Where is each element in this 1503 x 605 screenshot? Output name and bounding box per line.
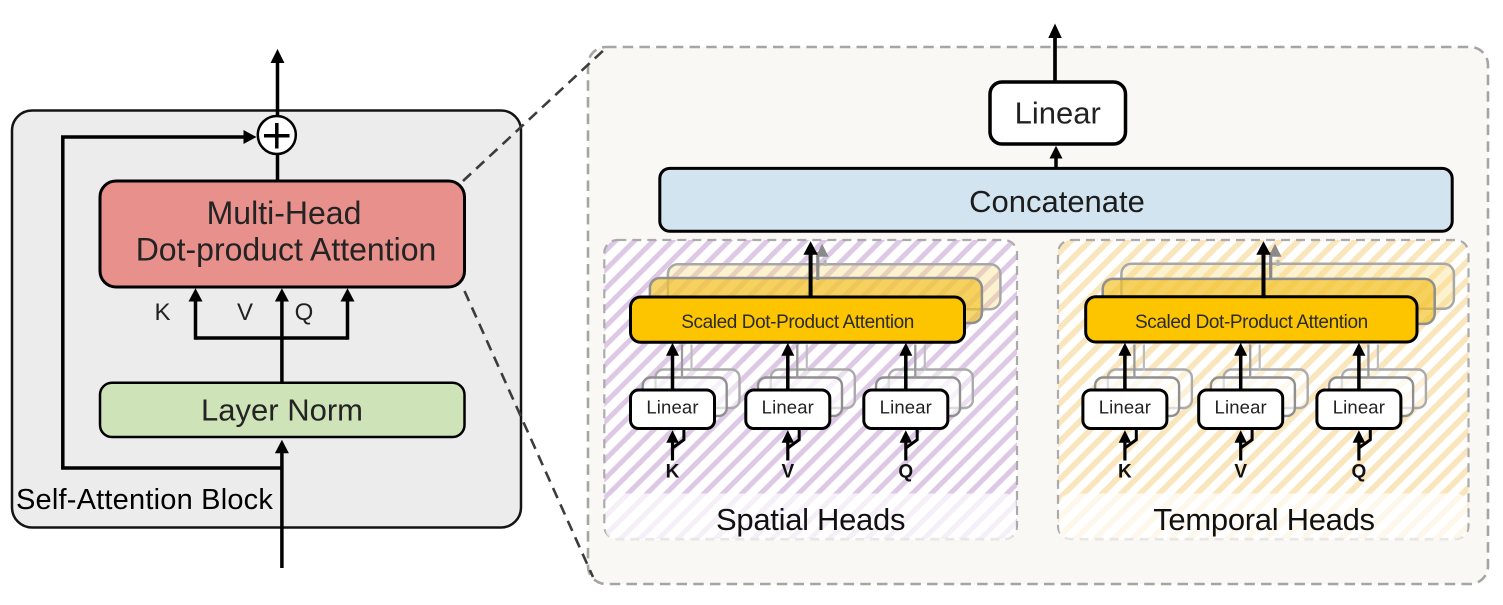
svg-text:Q: Q: [295, 299, 314, 326]
svg-text:Dot-product Attention: Dot-product Attention: [136, 232, 437, 268]
svg-text:Self-Attention Block: Self-Attention Block: [16, 484, 273, 516]
svg-text:Temporal Heads: Temporal Heads: [1153, 502, 1375, 537]
svg-text:Scaled Dot-Product Attention: Scaled Dot-Product Attention: [681, 312, 914, 333]
svg-text:V: V: [781, 462, 794, 483]
svg-text:Linear: Linear: [762, 397, 814, 418]
svg-text:Linear: Linear: [1333, 397, 1385, 418]
svg-text:Layer Norm: Layer Norm: [201, 393, 363, 428]
svg-text:V: V: [237, 299, 253, 326]
svg-text:K: K: [154, 299, 170, 326]
svg-text:Linear: Linear: [1215, 397, 1267, 418]
svg-text:K: K: [1118, 462, 1132, 483]
svg-text:Q: Q: [898, 462, 913, 483]
svg-text:K: K: [666, 462, 680, 483]
svg-text:Q: Q: [1352, 462, 1367, 483]
svg-text:Linear: Linear: [880, 397, 932, 418]
svg-text:V: V: [1234, 462, 1247, 483]
svg-text:Concatenate: Concatenate: [969, 184, 1145, 219]
svg-text:Multi-Head: Multi-Head: [207, 195, 362, 231]
svg-text:Linear: Linear: [646, 397, 698, 418]
svg-text:Linear: Linear: [1099, 397, 1151, 418]
svg-text:Spatial Heads: Spatial Heads: [716, 502, 905, 537]
svg-text:Linear: Linear: [1015, 96, 1101, 131]
svg-text:Scaled Dot-Product Attention: Scaled Dot-Product Attention: [1135, 312, 1368, 333]
